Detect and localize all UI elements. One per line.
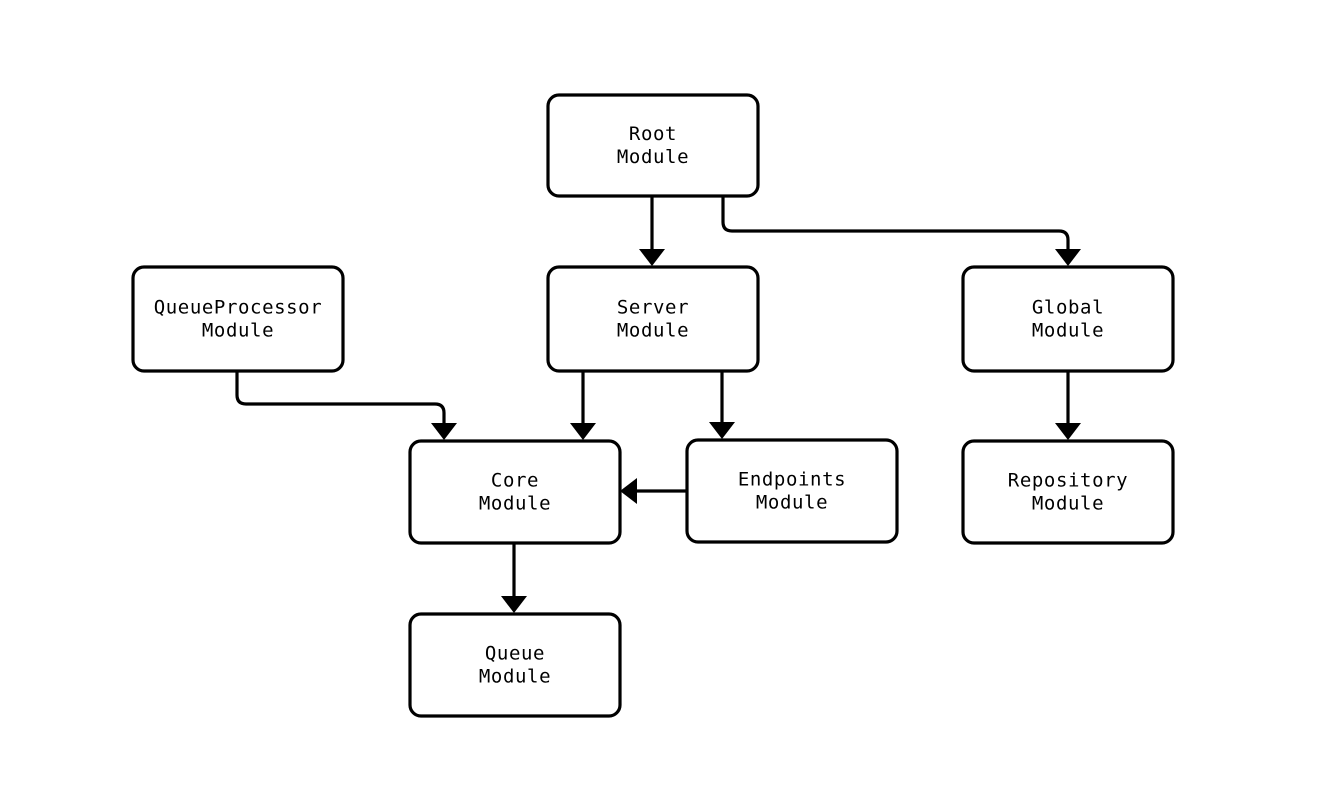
node-label-line2-server: Module bbox=[617, 320, 689, 342]
edge-core-to-queue: Core Module to Queue Module bbox=[501, 543, 527, 613]
node-server[interactable]: ServerModuleServer Module bbox=[546, 265, 760, 373]
node-box-endpoints[interactable] bbox=[685, 438, 899, 544]
edge-root-to-server: Root Module to Server Module bbox=[639, 196, 665, 266]
node-label-line2-root: Module bbox=[617, 146, 689, 168]
node-label-line1-queueprocessor: QueueProcessor bbox=[154, 297, 323, 319]
edge-server-to-core: Server Module to Core Module bbox=[570, 371, 596, 440]
node-label-line1-root: Root bbox=[629, 123, 677, 145]
edge-root-to-global: Root Module to Global Module bbox=[721, 196, 1081, 266]
node-repository[interactable]: RepositoryModuleRepository Module bbox=[961, 439, 1175, 545]
node-box-queueprocessor[interactable] bbox=[131, 265, 345, 373]
edge-arrowhead bbox=[709, 422, 735, 439]
node-label-line2-queueprocessor: Module bbox=[202, 320, 274, 342]
edge-arrowhead bbox=[1055, 423, 1081, 440]
node-label-line2-core: Module bbox=[479, 493, 551, 515]
node-queue[interactable]: QueueModuleQueue Module bbox=[408, 612, 622, 718]
edge-arrowhead bbox=[639, 249, 665, 266]
edge-endpoints-to-core: Endpoints Module to Core Module bbox=[620, 478, 687, 504]
node-label-line1-core: Core bbox=[491, 470, 539, 492]
edge-arrowhead bbox=[1055, 249, 1081, 266]
node-queueprocessor[interactable]: QueueProcessorModuleQueueProcessor Modul… bbox=[131, 265, 345, 373]
edge-global-to-repository: Global Module to Repository Module bbox=[1055, 371, 1081, 440]
edge-arrowhead bbox=[501, 596, 527, 613]
node-label-line1-endpoints: Endpoints bbox=[738, 469, 846, 491]
node-label-line2-endpoints: Module bbox=[756, 492, 828, 514]
node-label-line1-queue: Queue bbox=[485, 643, 545, 665]
node-box-core[interactable] bbox=[408, 439, 622, 545]
node-label-line1-server: Server bbox=[617, 297, 689, 319]
edge-line bbox=[721, 196, 1070, 252]
node-label-line1-repository: Repository bbox=[1008, 470, 1128, 492]
node-box-global[interactable] bbox=[961, 265, 1175, 373]
node-endpoints[interactable]: EndpointsModuleEndpoints Module bbox=[685, 438, 899, 544]
edge-server-to-endpoints: Server Module to Endpoints Module bbox=[709, 371, 735, 439]
node-label-line2-queue: Module bbox=[479, 666, 551, 688]
edges-layer: Root Module to Server Module Root Module … bbox=[235, 196, 1081, 613]
node-box-server[interactable] bbox=[546, 265, 760, 373]
node-core[interactable]: CoreModuleCore Module bbox=[408, 439, 622, 545]
node-label-line2-global: Module bbox=[1032, 320, 1104, 342]
edge-line bbox=[235, 371, 446, 426]
node-box-repository[interactable] bbox=[961, 439, 1175, 545]
edge-arrowhead bbox=[431, 423, 457, 440]
edge-arrowhead bbox=[620, 478, 637, 504]
node-label-line1-global: Global bbox=[1032, 297, 1104, 319]
node-box-root[interactable] bbox=[546, 93, 760, 198]
node-box-queue[interactable] bbox=[408, 612, 622, 718]
node-label-line2-repository: Module bbox=[1032, 493, 1104, 515]
edge-queueprocessor-to-core: QueueProcessor Module to Core Module bbox=[235, 371, 457, 440]
node-global[interactable]: GlobalModuleGlobal Module bbox=[961, 265, 1175, 373]
edge-arrowhead bbox=[570, 423, 596, 440]
node-root[interactable]: RootModuleRoot Module bbox=[546, 93, 760, 198]
nodes-layer: RootModuleRoot ModuleQueueProcessorModul… bbox=[131, 93, 1175, 718]
